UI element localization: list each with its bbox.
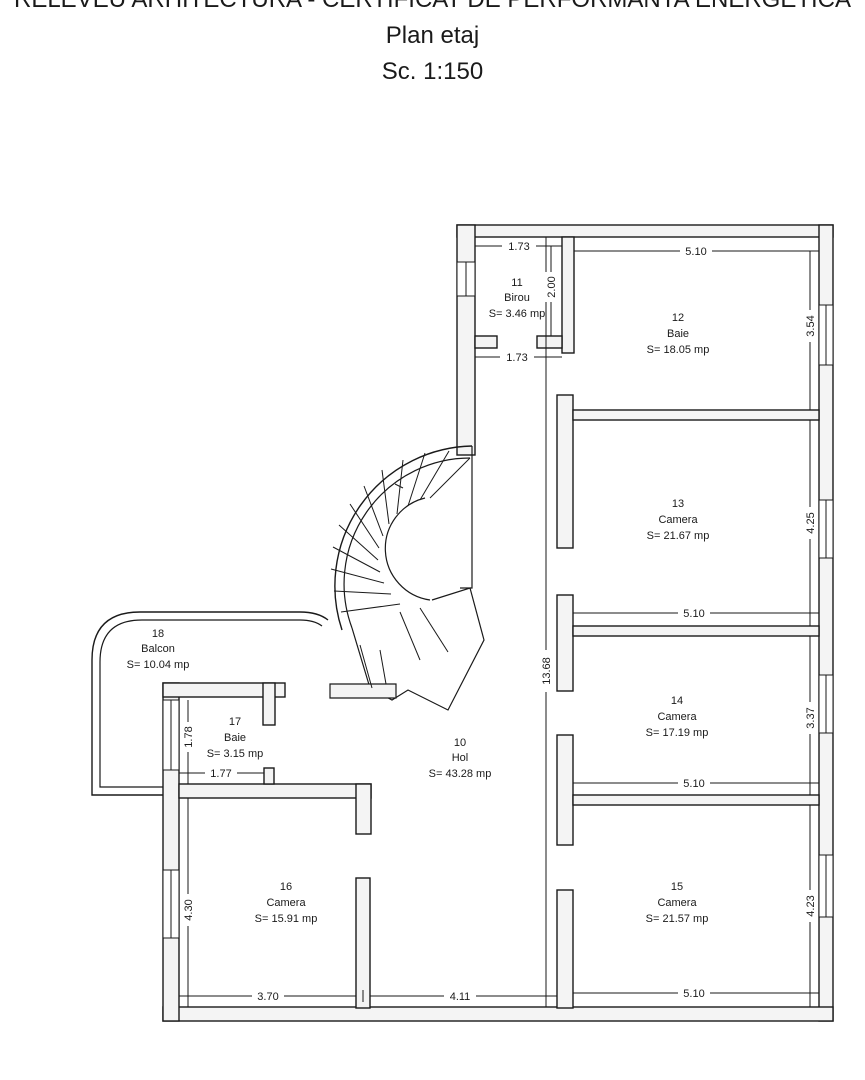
room-area: S= 21.57 mp [646, 913, 709, 925]
wall-birou-east [561, 236, 575, 354]
room-name: Baie [667, 328, 689, 340]
room-16-label: 16 Camera S= 15.91 mp [255, 881, 318, 925]
room-13-label: 13 Camera S= 21.67 mp [647, 498, 710, 542]
room-15-label: 15 Camera S= 21.57 mp [646, 881, 709, 925]
wall-south [162, 1006, 834, 1022]
balcony [91, 611, 329, 796]
windows [162, 261, 834, 939]
wall-r14-west-upper [556, 594, 574, 692]
dim-bottom-right: 5.10 [683, 988, 704, 1000]
wall-r14-r15 [572, 794, 820, 806]
room-name: Camera [266, 897, 306, 909]
dimension-labels: 1.73 2.00 1.73 5.10 3.54 4.25 5.10 3.37 … [181, 240, 817, 1003]
dim-r15-side: 4.23 [805, 895, 817, 916]
dim-r14-top: 5.10 [683, 608, 704, 620]
room-number: 10 [454, 737, 466, 749]
dim-birou-top: 1.73 [508, 241, 529, 253]
room-name: Balcon [141, 643, 175, 655]
wall-r15-west [556, 889, 574, 1009]
room-number: 18 [152, 628, 164, 640]
room-number: 16 [280, 881, 292, 893]
room-name: Birou [504, 292, 530, 304]
wall-west-upper [456, 224, 476, 456]
dim-r14-side: 3.37 [805, 707, 817, 728]
wall-birou-door-left [474, 335, 498, 349]
room-10-label: 10 Hol S= 43.28 mp [429, 737, 492, 780]
room-name: Baie [224, 732, 246, 744]
room-number: 15 [671, 881, 683, 893]
wall-baie17-stub [263, 767, 275, 785]
dim-r13-side: 4.25 [805, 512, 817, 533]
dim-r16-side: 4.30 [183, 899, 195, 920]
room-name: Camera [657, 711, 697, 723]
plan-title: Plan etaj [385, 22, 480, 49]
dim-r12-side: 3.54 [805, 315, 817, 336]
wall-baie17-top [162, 682, 286, 698]
room-name: Hol [452, 752, 469, 764]
room-17-label: 17 Baie S= 3.15 mp [207, 716, 264, 760]
room-area: S= 3.46 mp [489, 308, 546, 320]
wall-r12-r13 [572, 409, 820, 421]
wall-room16-return [355, 783, 372, 835]
room-18-label: 18 Balcon S= 10.04 mp [127, 628, 190, 671]
room-11-label: 11 Birou S= 3.46 mp [489, 277, 546, 320]
dim-bottom-mid: 4.11 [450, 991, 471, 1003]
room-area: S= 10.04 mp [127, 659, 190, 671]
dim-hall-length: 13.68 [541, 657, 553, 685]
dim-birou-side: 2.00 [546, 276, 558, 297]
plan-scale: Sc. 1:150 [381, 58, 484, 85]
dim-r15-top: 5.10 [683, 778, 704, 790]
room-14-label: 14 Camera S= 17.19 mp [646, 695, 709, 739]
room-name: Camera [657, 897, 697, 909]
wall-room16-top [178, 783, 372, 799]
dim-r12-top: 5.10 [685, 246, 706, 258]
dim-bottom-left: 3.70 [257, 991, 278, 1003]
wall-birou-door-right [536, 335, 563, 349]
dim-baie17-bottom: 1.77 [210, 768, 231, 780]
room-number: 13 [672, 498, 684, 510]
room-number: 14 [671, 695, 683, 707]
room-area: S= 43.28 mp [429, 768, 492, 780]
room-number: 11 [511, 277, 522, 289]
room-area: S= 3.15 mp [207, 748, 264, 760]
spiral-staircase [329, 445, 485, 711]
room-area: S= 15.91 mp [255, 913, 318, 925]
wall-room16-east [355, 877, 371, 1009]
room-12-label: 12 Baie S= 18.05 mp [647, 312, 710, 356]
dim-birou-bottom: 1.73 [506, 352, 527, 364]
room-name: Camera [658, 514, 698, 526]
walls [162, 224, 834, 1022]
drawing-title: RELEVEU ARHITECTURA - CERTIFICAT DE PERF… [0, 0, 865, 12]
wall-r13-west [556, 394, 574, 549]
room-number: 17 [229, 716, 241, 728]
wall-north [456, 224, 834, 238]
dimension-lines [179, 237, 819, 1007]
wall-r13-r14 [572, 625, 820, 637]
wall-baie17-door [262, 682, 276, 726]
room-area: S= 17.19 mp [646, 727, 709, 739]
room-labels: 10 Hol S= 43.28 mp 11 Birou S= 3.46 mp 1… [127, 277, 710, 925]
wall-r14-west-lower [556, 734, 574, 846]
room-area: S= 21.67 mp [647, 530, 710, 542]
room-number: 12 [672, 312, 684, 324]
dim-baie17-side: 1.78 [183, 726, 195, 747]
room-area: S= 18.05 mp [647, 344, 710, 356]
